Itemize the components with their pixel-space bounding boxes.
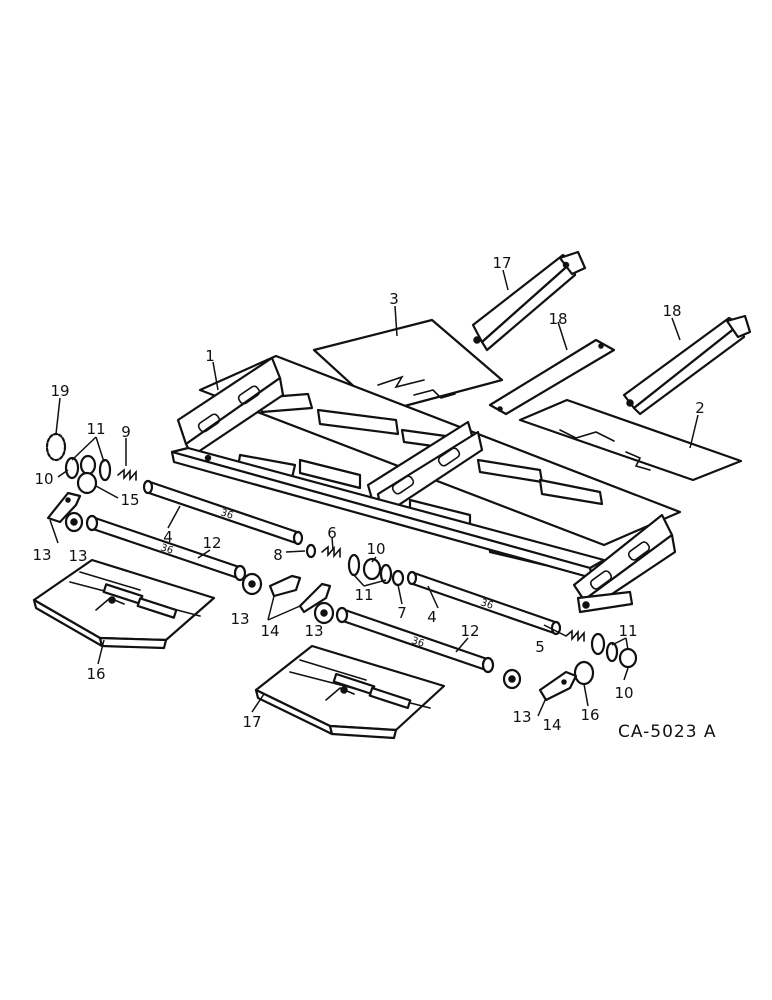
callout-10: 10 <box>614 684 633 702</box>
rake-section-17-right <box>254 644 446 740</box>
leader-lines <box>49 269 699 717</box>
callout-11: 11 <box>86 420 105 438</box>
tube-mark-tube-right: 36 <box>410 635 426 649</box>
callout-16: 15 <box>120 491 139 509</box>
callout-4: 4 <box>427 608 437 626</box>
shaft-4-left <box>142 479 304 546</box>
callout-7: 7 <box>397 604 407 622</box>
callout-13: 13 <box>304 622 323 640</box>
callout-13: 13 <box>512 708 531 726</box>
callout-13: 13 <box>68 547 87 565</box>
drawing-code: CA-5023 A <box>618 722 717 742</box>
bracket-rail-18-left <box>471 250 587 352</box>
callout-1: 1 <box>205 347 215 365</box>
tube-mark-tube-left: 36 <box>159 542 175 556</box>
strip-19 <box>488 338 616 416</box>
callout-11: 11 <box>618 622 637 640</box>
rake-section-17-left <box>32 558 216 650</box>
hardware-right <box>502 629 638 702</box>
callout-3: 3 <box>389 290 399 308</box>
callouts: 1 2 3 4 4 5 6 7 8 9 10 10 10 11 11 11 12… <box>32 254 704 734</box>
callout-13: 13 <box>230 610 249 628</box>
callout-11: 11 <box>354 586 373 604</box>
shaft-4-right <box>406 570 562 636</box>
callout-8: 8 <box>273 546 283 564</box>
hardware-center <box>241 543 405 625</box>
callout-9: 9 <box>121 423 131 441</box>
tube-marks: 36 36 36 36 <box>159 507 495 649</box>
tube-mark-shaft-right: 36 <box>479 597 495 611</box>
callout-17: 16 <box>86 665 105 683</box>
callout-12: 12 <box>202 534 221 552</box>
cover-20 <box>45 432 67 462</box>
tube-mark-shaft-left: 36 <box>219 507 235 521</box>
plate-2 <box>518 398 743 482</box>
callout-16: 16 <box>580 706 599 724</box>
callout-4: 4 <box>163 528 173 546</box>
callout-18: 17 <box>492 254 511 272</box>
callout-10: 10 <box>34 470 53 488</box>
callout-5: 5 <box>535 638 545 656</box>
callout-19: 18 <box>548 310 567 328</box>
callout-2: 2 <box>695 399 705 417</box>
callout-18: 18 <box>662 302 681 320</box>
callout-14: 14 <box>542 716 561 734</box>
hardware-left <box>46 454 137 533</box>
tube-12-right <box>335 606 495 674</box>
callout-15: 14 <box>260 622 279 640</box>
bracket-rail-18-right <box>622 314 752 416</box>
callout-6: 6 <box>327 524 337 542</box>
callout-17: 17 <box>242 713 261 731</box>
callout-12: 12 <box>460 622 479 640</box>
callout-14: 13 <box>32 546 51 564</box>
callout-20: 19 <box>50 382 69 400</box>
callout-10: 10 <box>366 540 385 558</box>
main-frame-1 <box>170 354 682 614</box>
tube-12-left <box>85 514 247 582</box>
